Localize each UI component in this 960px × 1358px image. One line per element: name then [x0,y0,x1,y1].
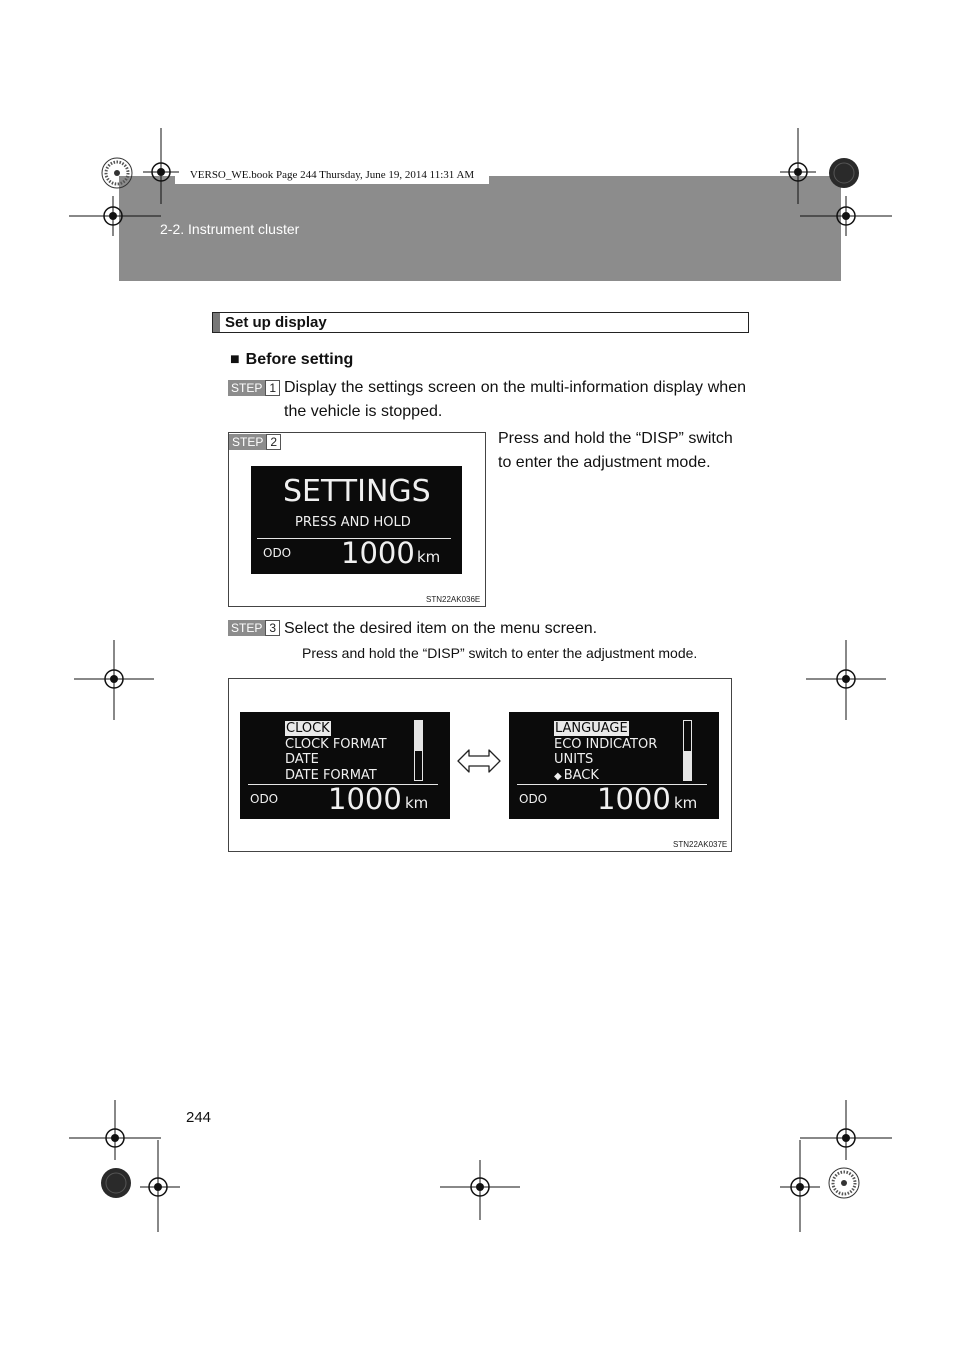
lcd-menu-right: LANGUAGE ECO INDICATOR UNITS ◆BACK ODO 1… [509,712,719,819]
menu-item: LANGUAGE [554,721,657,737]
step-2-text: Press and hold the “DISP” switch to ente… [498,430,733,471]
lcd-menu-left: CLOCK CLOCK FORMAT DATE DATE FORMAT ODO … [240,712,450,819]
section-title: Set up display [225,314,327,331]
registration-mark-icon [74,640,154,720]
menu-item: ◆BACK [554,768,657,785]
odo-value: 1000 [328,782,402,816]
step-3-text: Select the desired item on the menu scre… [284,620,598,637]
lcd-settings-display: SETTINGS PRESS AND HOLD ODO 1000 km [251,466,462,574]
odo-unit: km [405,794,429,812]
section-title-box: Set up display [212,312,749,333]
registration-mark-icon [780,128,816,204]
step-1-text: Display the settings screen on the multi… [284,379,746,420]
menu-item-back: BACK [563,767,599,783]
step-word: STEP [228,620,266,636]
square-bullet-icon: ■ [230,351,240,368]
arrow-left-icon: ◆ [554,770,562,782]
subheading: ■ Before setting [230,351,353,369]
odo-value: 1000 [597,782,671,816]
odo-value: 1000 [341,536,415,570]
odo-label: ODO [519,792,548,806]
odo-unit: km [674,794,698,812]
figure-id: STN22AK036E [426,595,481,604]
scroll-thumb [684,751,691,781]
odo-unit: km [417,548,441,566]
subheading-text: Before setting [245,351,354,368]
step-number: 3 [265,620,281,636]
registration-mark-icon [140,1140,180,1232]
registration-mark-icon [440,1160,520,1220]
menu-item: DATE FORMAT [285,767,377,783]
registration-mark-icon [800,196,892,236]
registration-mark-icon [69,196,161,236]
odo-label: ODO [250,792,279,806]
scroll-indicator [414,720,423,781]
registration-mark-icon [69,1100,161,1160]
lcd-separator [257,538,451,539]
starburst-mark-icon [101,157,133,189]
registration-mark-icon [806,640,886,720]
step-number: 2 [266,434,282,450]
menu-item: UNITS [554,752,594,767]
lcd-settings-title: SETTINGS [283,474,431,509]
note-text: Press and hold the “DISP” switch to ente… [302,645,698,661]
scroll-indicator [683,720,692,781]
title-accent-bar [213,313,220,332]
solid-target-icon [99,1166,133,1200]
registration-mark-icon [800,1100,892,1160]
step-number: 1 [265,380,281,396]
figure-id: STN22AK037E [673,840,728,849]
menu-item: CLOCK FORMAT [285,736,387,752]
header-band [119,176,841,281]
lcd-separator [517,784,707,785]
page-number: 244 [186,1109,212,1126]
lcd-settings-subtitle: PRESS AND HOLD [295,515,411,530]
menu-item: CLOCK [285,721,387,737]
lcd-separator [248,784,438,785]
menu-item: DATE [285,752,319,767]
starburst-mark-icon [827,1166,861,1200]
menu-list: LANGUAGE ECO INDICATOR UNITS ◆BACK [554,721,657,784]
step-word: STEP [228,380,266,396]
odo-label: ODO [263,546,292,560]
scroll-thumb [415,721,422,751]
header-section-label: 2-2. Instrument cluster [160,221,300,237]
registration-mark-icon [143,128,179,204]
solid-target-icon [827,156,861,190]
book-stamp: VERSO_WE.book Page 244 Thursday, June 19… [175,166,489,184]
menu-item-selected: LANGUAGE [554,721,629,736]
double-arrow-icon [457,748,501,779]
menu-item-selected: CLOCK [285,721,331,736]
menu-list: CLOCK CLOCK FORMAT DATE DATE FORMAT [285,721,387,783]
menu-item: ECO INDICATOR [554,736,658,752]
step-word: STEP [229,434,267,450]
registration-mark-icon [780,1140,820,1232]
